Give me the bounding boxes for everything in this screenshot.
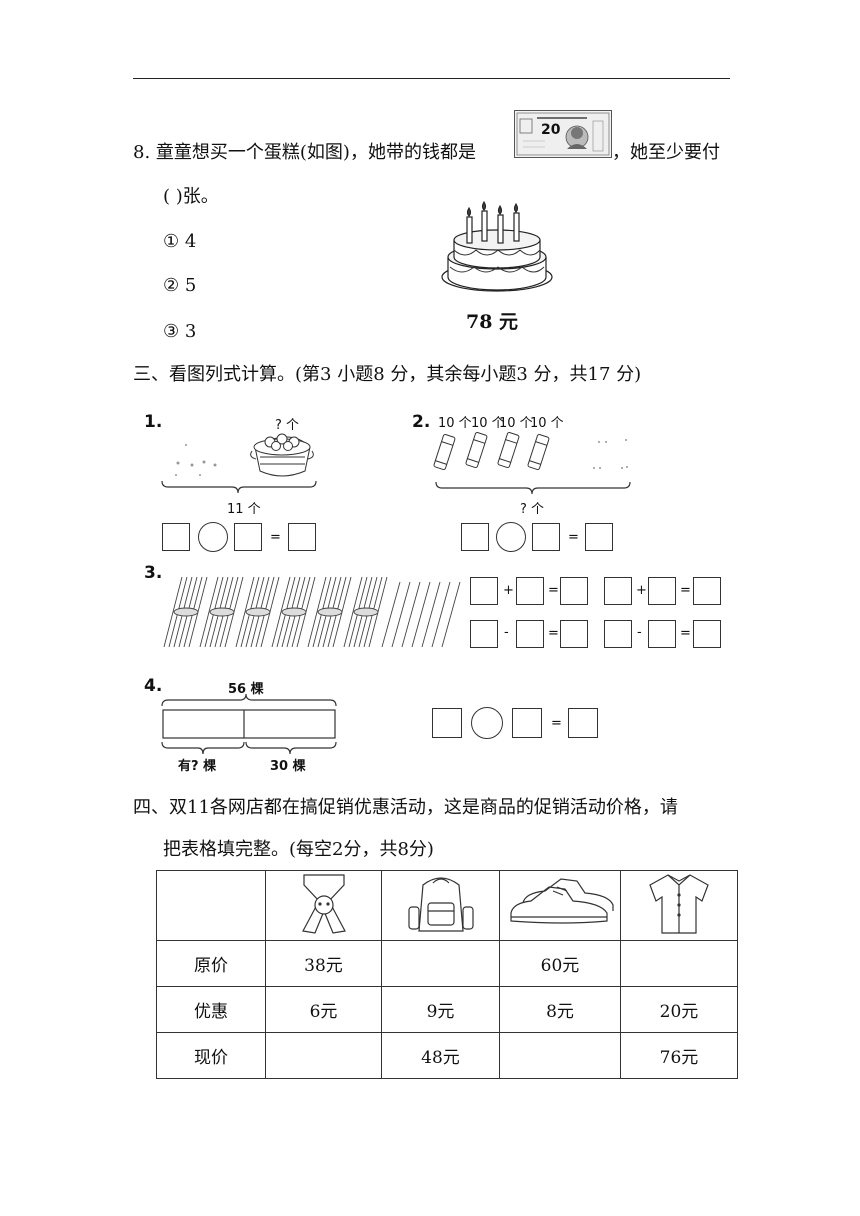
- p4-operator-circle[interactable]: [471, 707, 503, 739]
- p3-box-6[interactable]: [693, 577, 721, 605]
- problem2-bottom-label: ? 个: [520, 502, 545, 517]
- p2-equals: =: [568, 530, 579, 545]
- p3-box-9[interactable]: [560, 620, 588, 648]
- p2-operator-circle[interactable]: [496, 522, 526, 552]
- q8-line1b: ，她至少要付: [612, 142, 720, 163]
- problem1-top-label: ? 个: [275, 418, 300, 433]
- p2-answer-box-2[interactable]: [532, 523, 560, 551]
- problem3-number: 3.: [144, 563, 163, 583]
- p4-answer-box-2[interactable]: [512, 708, 542, 738]
- p2-answer-box-1[interactable]: [461, 523, 489, 551]
- problem1-number: 1.: [144, 412, 163, 432]
- problem4-bar-figure: [161, 693, 337, 755]
- p1-answer-box-2[interactable]: [234, 523, 262, 551]
- cell-original-scarf[interactable]: 38元: [265, 940, 382, 987]
- banknote-icon: 20: [514, 110, 612, 158]
- q8-option-2[interactable]: ② 5: [163, 275, 197, 296]
- p4-equals: =: [551, 716, 562, 731]
- banknote-value: 20: [541, 122, 561, 138]
- problem4-left-label: 有? 棵: [178, 759, 217, 774]
- section4-title-line1: 四、双11各网店都在搞促销优惠活动，这是商品的促销活动价格，请: [133, 797, 678, 818]
- shirt-icon: [649, 874, 709, 934]
- q8-option-1[interactable]: ① 4: [163, 231, 197, 252]
- cell-discount-scarf[interactable]: 6元: [265, 986, 382, 1033]
- p3-box-10[interactable]: [604, 620, 632, 648]
- item-scarf-cell: [265, 870, 382, 941]
- p2-answer-box-3[interactable]: [585, 523, 613, 551]
- p3-op-3: +: [636, 583, 647, 598]
- shoes-icon: [510, 878, 614, 924]
- cell-current-shirt[interactable]: 76元: [620, 1032, 738, 1079]
- p1-equals: =: [270, 530, 281, 545]
- item-backpack-cell: [381, 870, 500, 941]
- problem2-top-label-3: 10 个: [499, 416, 533, 431]
- price-table: 原价 38元 60元 优惠 6元 9元 8元 20元 现价 48元 76元: [156, 870, 738, 1079]
- p3-op-7: -: [637, 625, 642, 640]
- p3-op-5: -: [504, 625, 509, 640]
- p3-box-11[interactable]: [648, 620, 676, 648]
- cell-discount-backpack[interactable]: 9元: [381, 986, 500, 1033]
- p3-box-5[interactable]: [648, 577, 676, 605]
- p4-answer-box-3[interactable]: [568, 708, 598, 738]
- cell-original-shoes[interactable]: 60元: [499, 940, 621, 987]
- problem4-top-label: 56 棵: [228, 682, 264, 697]
- problem1-figure: [161, 433, 317, 494]
- problem2-figure: [433, 432, 631, 495]
- p3-op-2: =: [548, 583, 559, 598]
- problem3-sticks-figure: [163, 576, 461, 648]
- p1-answer-box-3[interactable]: [288, 523, 316, 551]
- cell-original-shirt[interactable]: [620, 940, 738, 987]
- problem2-top-label-1: 10 个: [438, 416, 472, 431]
- problem2-top-label-2: 10 个: [471, 416, 505, 431]
- cell-current-shoes[interactable]: [499, 1032, 621, 1079]
- row-label-current: 现价: [156, 1032, 266, 1079]
- cell-original-backpack[interactable]: [381, 940, 500, 987]
- q8-line1a: 8. 童童想买一个蛋糕(如图)，她带的钱都是: [133, 142, 476, 163]
- scarf-icon: [301, 874, 346, 934]
- top-rule: [133, 78, 730, 79]
- item-shirt-cell: [620, 870, 738, 941]
- problem2-number: 2.: [412, 412, 431, 432]
- p3-box-3[interactable]: [560, 577, 588, 605]
- p3-box-8[interactable]: [516, 620, 544, 648]
- q8-option-3[interactable]: ③ 3: [163, 321, 197, 342]
- cell-discount-shoes[interactable]: 8元: [499, 986, 621, 1033]
- header-blank-cell: [156, 870, 266, 941]
- cell-current-scarf[interactable]: [265, 1032, 382, 1079]
- p3-op-6: =: [548, 626, 559, 641]
- p3-op-4: =: [680, 583, 691, 598]
- row-label-original: 原价: [156, 940, 266, 987]
- p3-box-7[interactable]: [470, 620, 498, 648]
- p3-box-4[interactable]: [604, 577, 632, 605]
- p1-operator-circle[interactable]: [198, 522, 228, 552]
- problem1-bottom-label: 11 个: [227, 502, 261, 517]
- problem4-right-label: 30 棵: [270, 759, 306, 774]
- section4-title-line2: 把表格填完整。(每空2分，共8分): [163, 839, 434, 860]
- row-label-discount: 优惠: [156, 986, 266, 1033]
- p3-box-2[interactable]: [516, 577, 544, 605]
- cell-current-backpack[interactable]: 48元: [381, 1032, 500, 1079]
- p3-op-8: =: [680, 626, 691, 641]
- cake-price: 78 元: [466, 311, 519, 333]
- problem2-top-label-4: 10 个: [530, 416, 564, 431]
- item-shoes-cell: [499, 870, 621, 941]
- p1-answer-box-1[interactable]: [162, 523, 190, 551]
- cell-discount-shirt[interactable]: 20元: [620, 986, 738, 1033]
- problem4-number: 4.: [144, 676, 163, 696]
- p3-box-12[interactable]: [693, 620, 721, 648]
- p4-answer-box-1[interactable]: [432, 708, 462, 738]
- cake-icon: [441, 200, 553, 292]
- q8-line2: ( )张。: [163, 186, 219, 207]
- section3-title: 三、看图列式计算。(第3 小题8 分，其余每小题3 分，共17 分): [133, 364, 642, 385]
- backpack-icon: [407, 877, 474, 932]
- p3-box-1[interactable]: [470, 577, 498, 605]
- p3-op-1: +: [503, 583, 514, 598]
